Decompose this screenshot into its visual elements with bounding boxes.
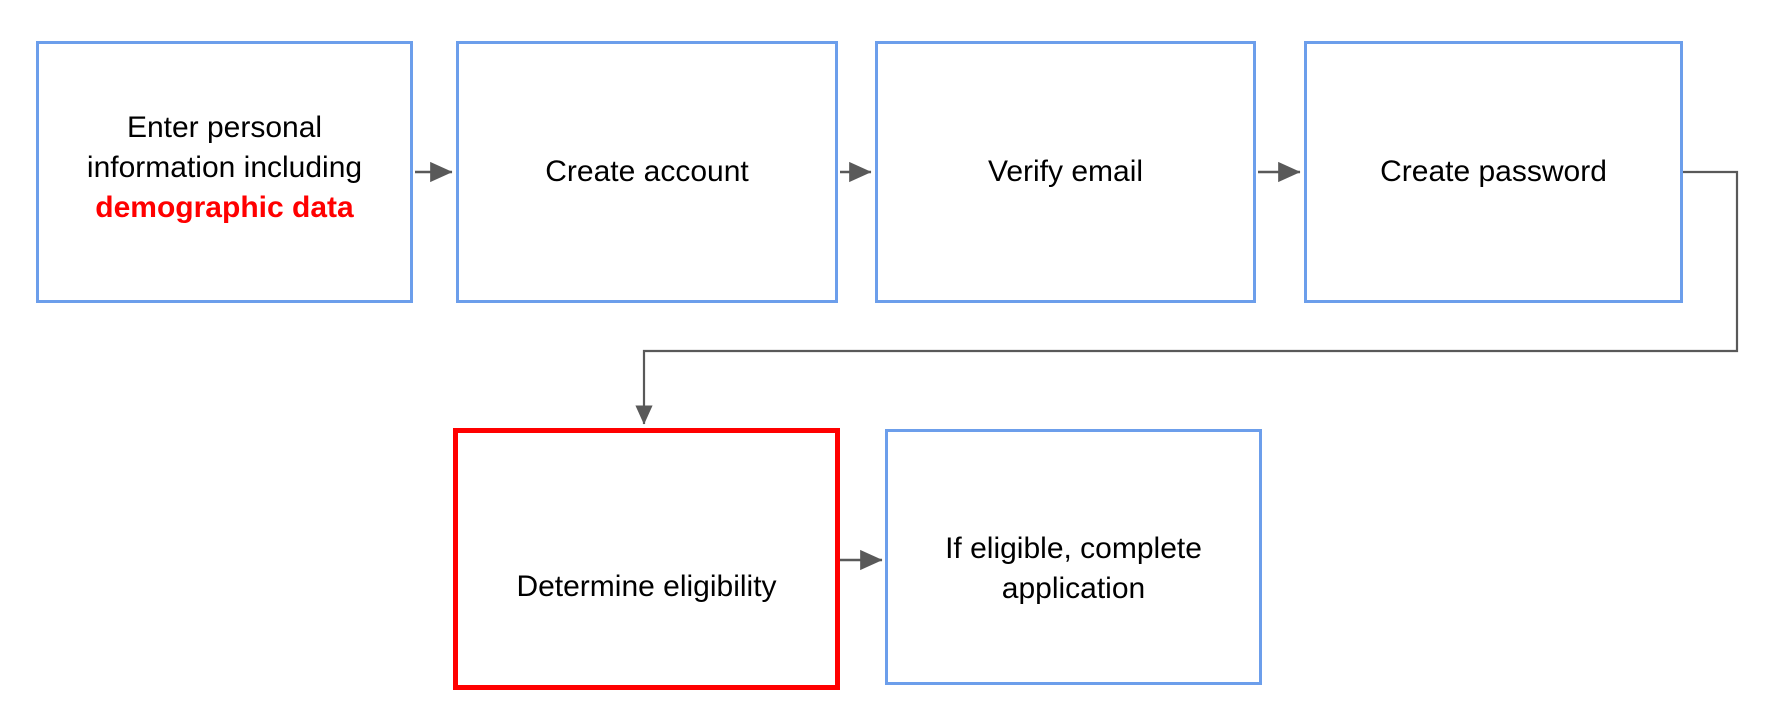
node-label-line-1: Enter personal	[126, 111, 323, 145]
node-create-password[interactable]: Create password	[1304, 41, 1683, 303]
node-enter-personal-information[interactable]: Enter personal information including demog…	[36, 41, 413, 303]
node-label: Create password	[1380, 155, 1607, 189]
node-label: Enter personal information including demog…	[77, 108, 372, 228]
node-label: If eligible, complete application	[945, 532, 1202, 605]
node-complete-application[interactable]: If eligible, complete application	[885, 429, 1262, 685]
node-label-line-2: information including	[86, 151, 363, 185]
node-label: Determine eligibility	[516, 570, 777, 604]
node-verify-email[interactable]: Verify email	[875, 41, 1256, 303]
node-label-highlight: demographic data	[95, 190, 354, 224]
node-determine-eligibility[interactable]: Determine eligibility	[453, 428, 840, 690]
node-create-account[interactable]: Create account	[456, 41, 838, 303]
node-label: Create account	[545, 155, 749, 189]
node-label: Verify email	[987, 155, 1144, 189]
